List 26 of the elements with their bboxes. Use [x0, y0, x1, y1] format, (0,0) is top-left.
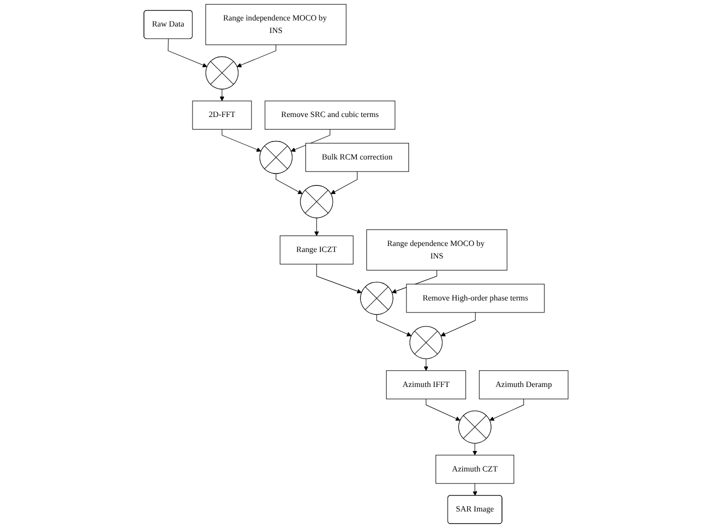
- arrow: [472, 483, 478, 496]
- node-box: [386, 370, 466, 400]
- arrow: [314, 218, 319, 236]
- node-box: [478, 370, 568, 400]
- node-box: [436, 454, 514, 484]
- node-box: [366, 229, 508, 270]
- arrow: [290, 129, 330, 152]
- node-box: [305, 142, 409, 172]
- arrow: [424, 358, 428, 371]
- arrow: [472, 442, 478, 456]
- arrow: [426, 398, 460, 421]
- node-box: [280, 236, 354, 264]
- arrow: [168, 38, 208, 68]
- arrow: [236, 44, 276, 68]
- arrow: [330, 171, 358, 194]
- arrow: [276, 173, 303, 194]
- arrow: [440, 312, 476, 336]
- node-box: [192, 100, 252, 130]
- node-box: [264, 100, 396, 130]
- node-box: [406, 284, 545, 313]
- arrow: [316, 264, 362, 294]
- arrow: [376, 314, 412, 336]
- arrow: [489, 398, 524, 421]
- node-box: [205, 4, 346, 46]
- arrow: [220, 88, 224, 102]
- arrow: [222, 129, 262, 152]
